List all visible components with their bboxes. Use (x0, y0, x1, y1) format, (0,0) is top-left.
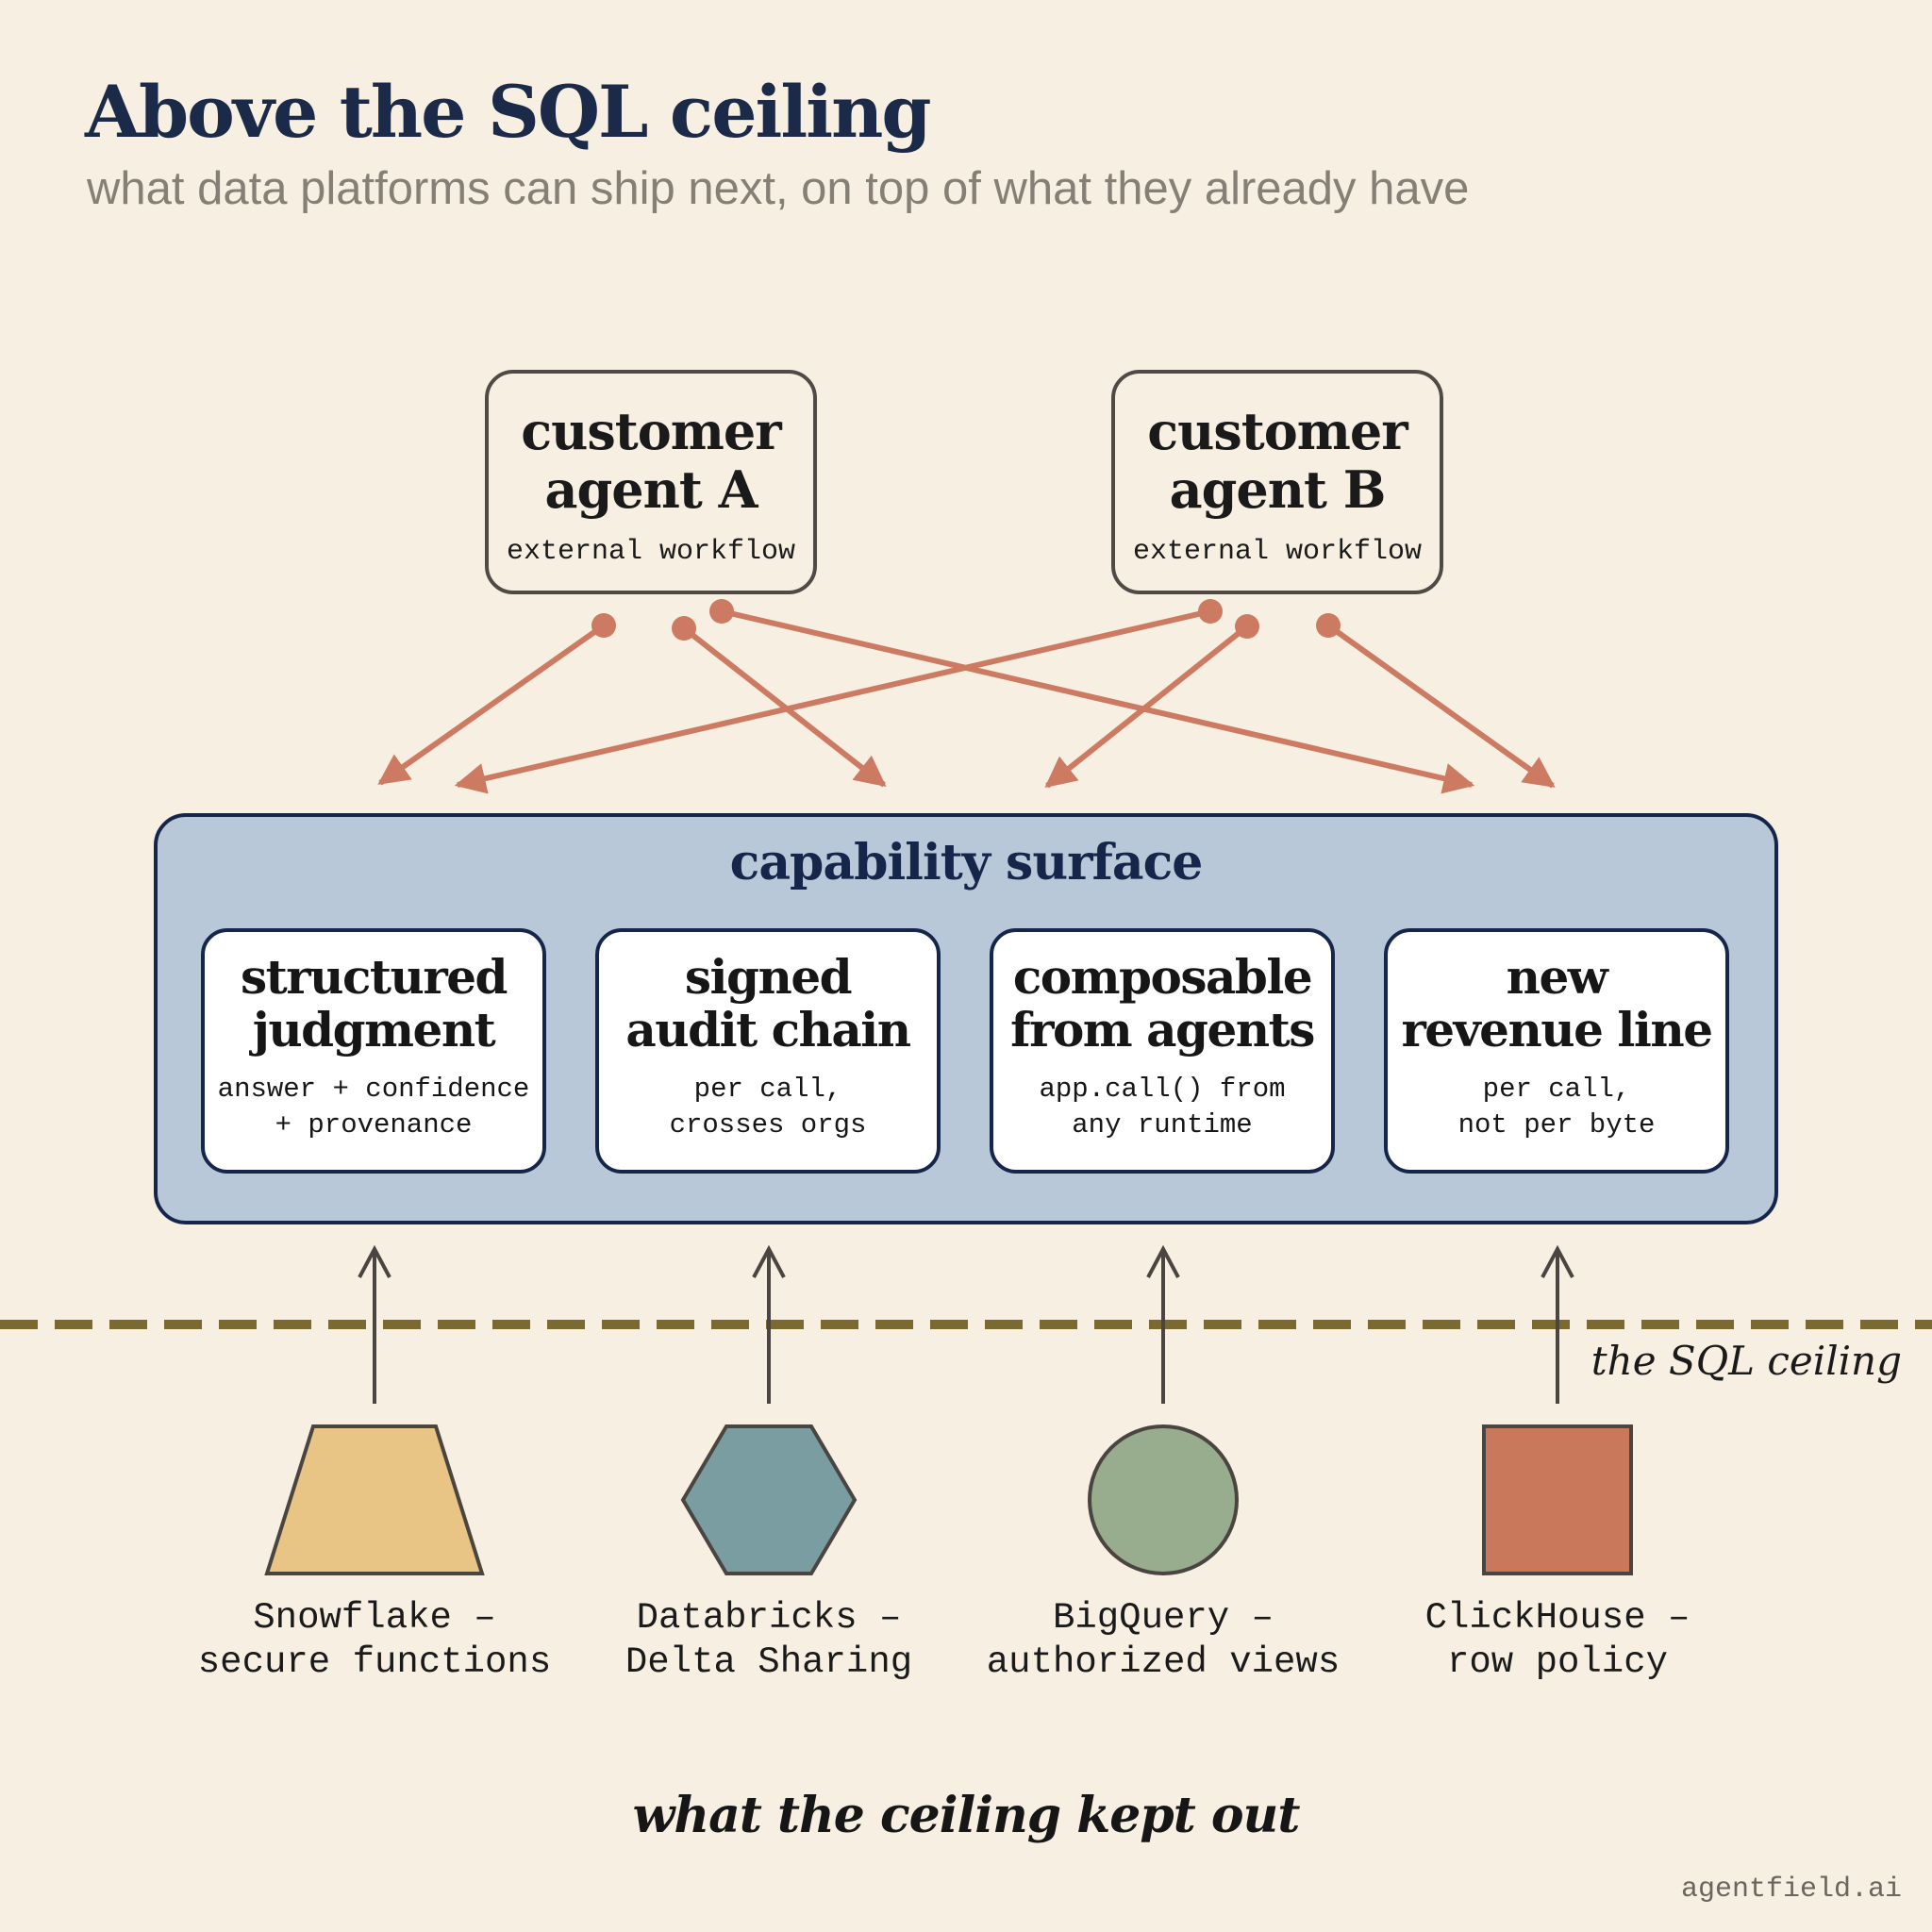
connector-agent-a-to-revenue (709, 599, 1475, 794)
capability-structured-judgment: structured judgment answer + confidence … (201, 928, 546, 1174)
page-subtitle: what data platforms can ship next, on to… (87, 163, 1470, 214)
capability-composable-from-agents: composable from agents app.call() from a… (990, 928, 1335, 1174)
arrow-clickhouse (1541, 1244, 1574, 1404)
connector-agent-a-to-audit (672, 616, 887, 788)
platform-label-snowflake: Snowflake – secure functions (197, 1597, 552, 1683)
agent-connectors (377, 599, 1556, 794)
footer-caption: what the ceiling kept out (632, 1787, 1301, 1844)
capability-detail: per call, not per byte (1457, 1074, 1656, 1141)
agent-subtitle: external workflow (506, 536, 796, 568)
customer-agent-a-box: customer agent A external workflow (485, 370, 817, 594)
page-title: Above the SQL ceiling (85, 70, 932, 154)
capability-detail: per call, crosses orgs (669, 1074, 867, 1141)
connector-agent-a-to-judgment (377, 613, 616, 786)
capability-detail: answer + confidence + provenance (217, 1074, 530, 1141)
capability-detail: app.call() from any runtime (1039, 1074, 1286, 1141)
trapezoid-icon (264, 1424, 485, 1575)
platform-arrows (358, 1244, 1574, 1404)
arrow-bigquery (1146, 1244, 1180, 1404)
agent-name: customer agent B (1147, 401, 1407, 520)
arrow-databricks (752, 1244, 786, 1404)
capability-name: composable from agents (1010, 949, 1315, 1058)
connector-agent-b-to-judgment (454, 599, 1223, 794)
sql-ceiling-label: the SQL ceiling (1591, 1338, 1902, 1384)
brand-watermark: agentfield.ai (1680, 1874, 1902, 1906)
arrow-snowflake (358, 1244, 391, 1404)
capability-name: structured judgment (241, 949, 508, 1058)
connector-agent-b-to-composable (1044, 614, 1259, 789)
capability-name: signed audit chain (625, 949, 911, 1058)
hexagon-icon (680, 1424, 858, 1575)
capability-signed-audit-chain: signed audit chain per call, crosses org… (595, 928, 941, 1174)
agent-subtitle: external workflow (1132, 536, 1423, 568)
platform-label-clickhouse: ClickHouse – row policy (1424, 1597, 1690, 1683)
connector-agent-b-to-revenue (1316, 613, 1556, 789)
agent-name: customer agent A (521, 401, 781, 520)
square-icon (1482, 1424, 1633, 1575)
capability-surface-title: capability surface (729, 834, 1204, 891)
circle-icon (1088, 1424, 1239, 1575)
customer-agent-b-box: customer agent B external workflow (1111, 370, 1443, 594)
platform-label-bigquery: BigQuery – authorized views (986, 1597, 1341, 1683)
platform-label-databricks: Databricks – Delta Sharing (625, 1597, 913, 1683)
capability-name: new revenue line (1401, 949, 1713, 1058)
capability-new-revenue-line: new revenue line per call, not per byte (1384, 928, 1729, 1174)
